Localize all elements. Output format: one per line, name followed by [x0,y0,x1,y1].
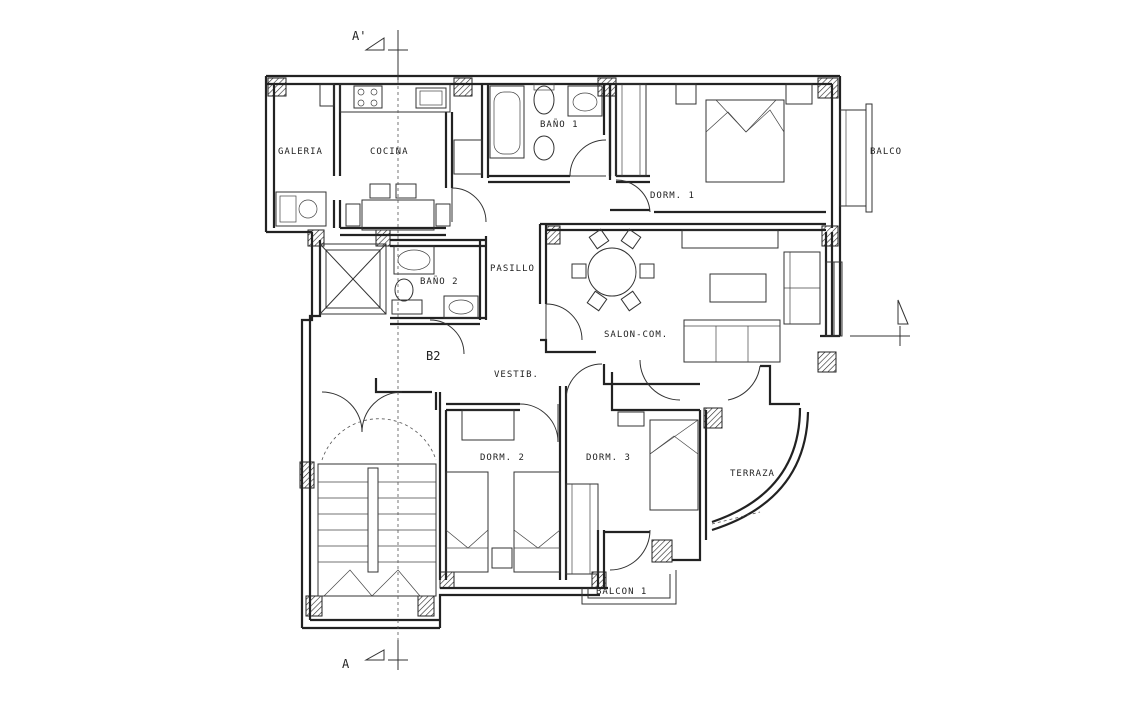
label-balcon1: BALCON 1 [596,587,647,597]
label-dorm2: DORM. 2 [480,453,525,463]
section-marker-bottom: A [342,657,350,671]
label-dorm1: DORM. 1 [650,191,695,201]
label-galeria: GALERIA [278,147,323,157]
label-b2-tag: B2 [426,349,440,363]
label-pasillo: PASILLO [490,264,535,274]
label-salon: SALON-COM. [604,330,668,340]
section-marker-top: A' [352,29,366,43]
room-labels: GALERIA COCINA BAÑO 1 DORM. 1 BALCO PASI… [278,29,902,671]
doors [321,139,761,571]
label-terraza: TERRAZA [730,469,775,479]
label-dorm3: DORM. 3 [586,453,631,463]
structural-columns [267,77,839,617]
label-cocina: COCINA [370,147,409,157]
section-markers [364,30,910,670]
label-bano1: BAÑO 1 [540,119,579,130]
label-balcon-top: BALCO [870,147,902,157]
staircase [317,463,437,597]
label-vestib: VESTIB. [494,370,539,380]
label-bano2: BAÑO 2 [420,276,459,287]
fixtures [275,83,873,605]
